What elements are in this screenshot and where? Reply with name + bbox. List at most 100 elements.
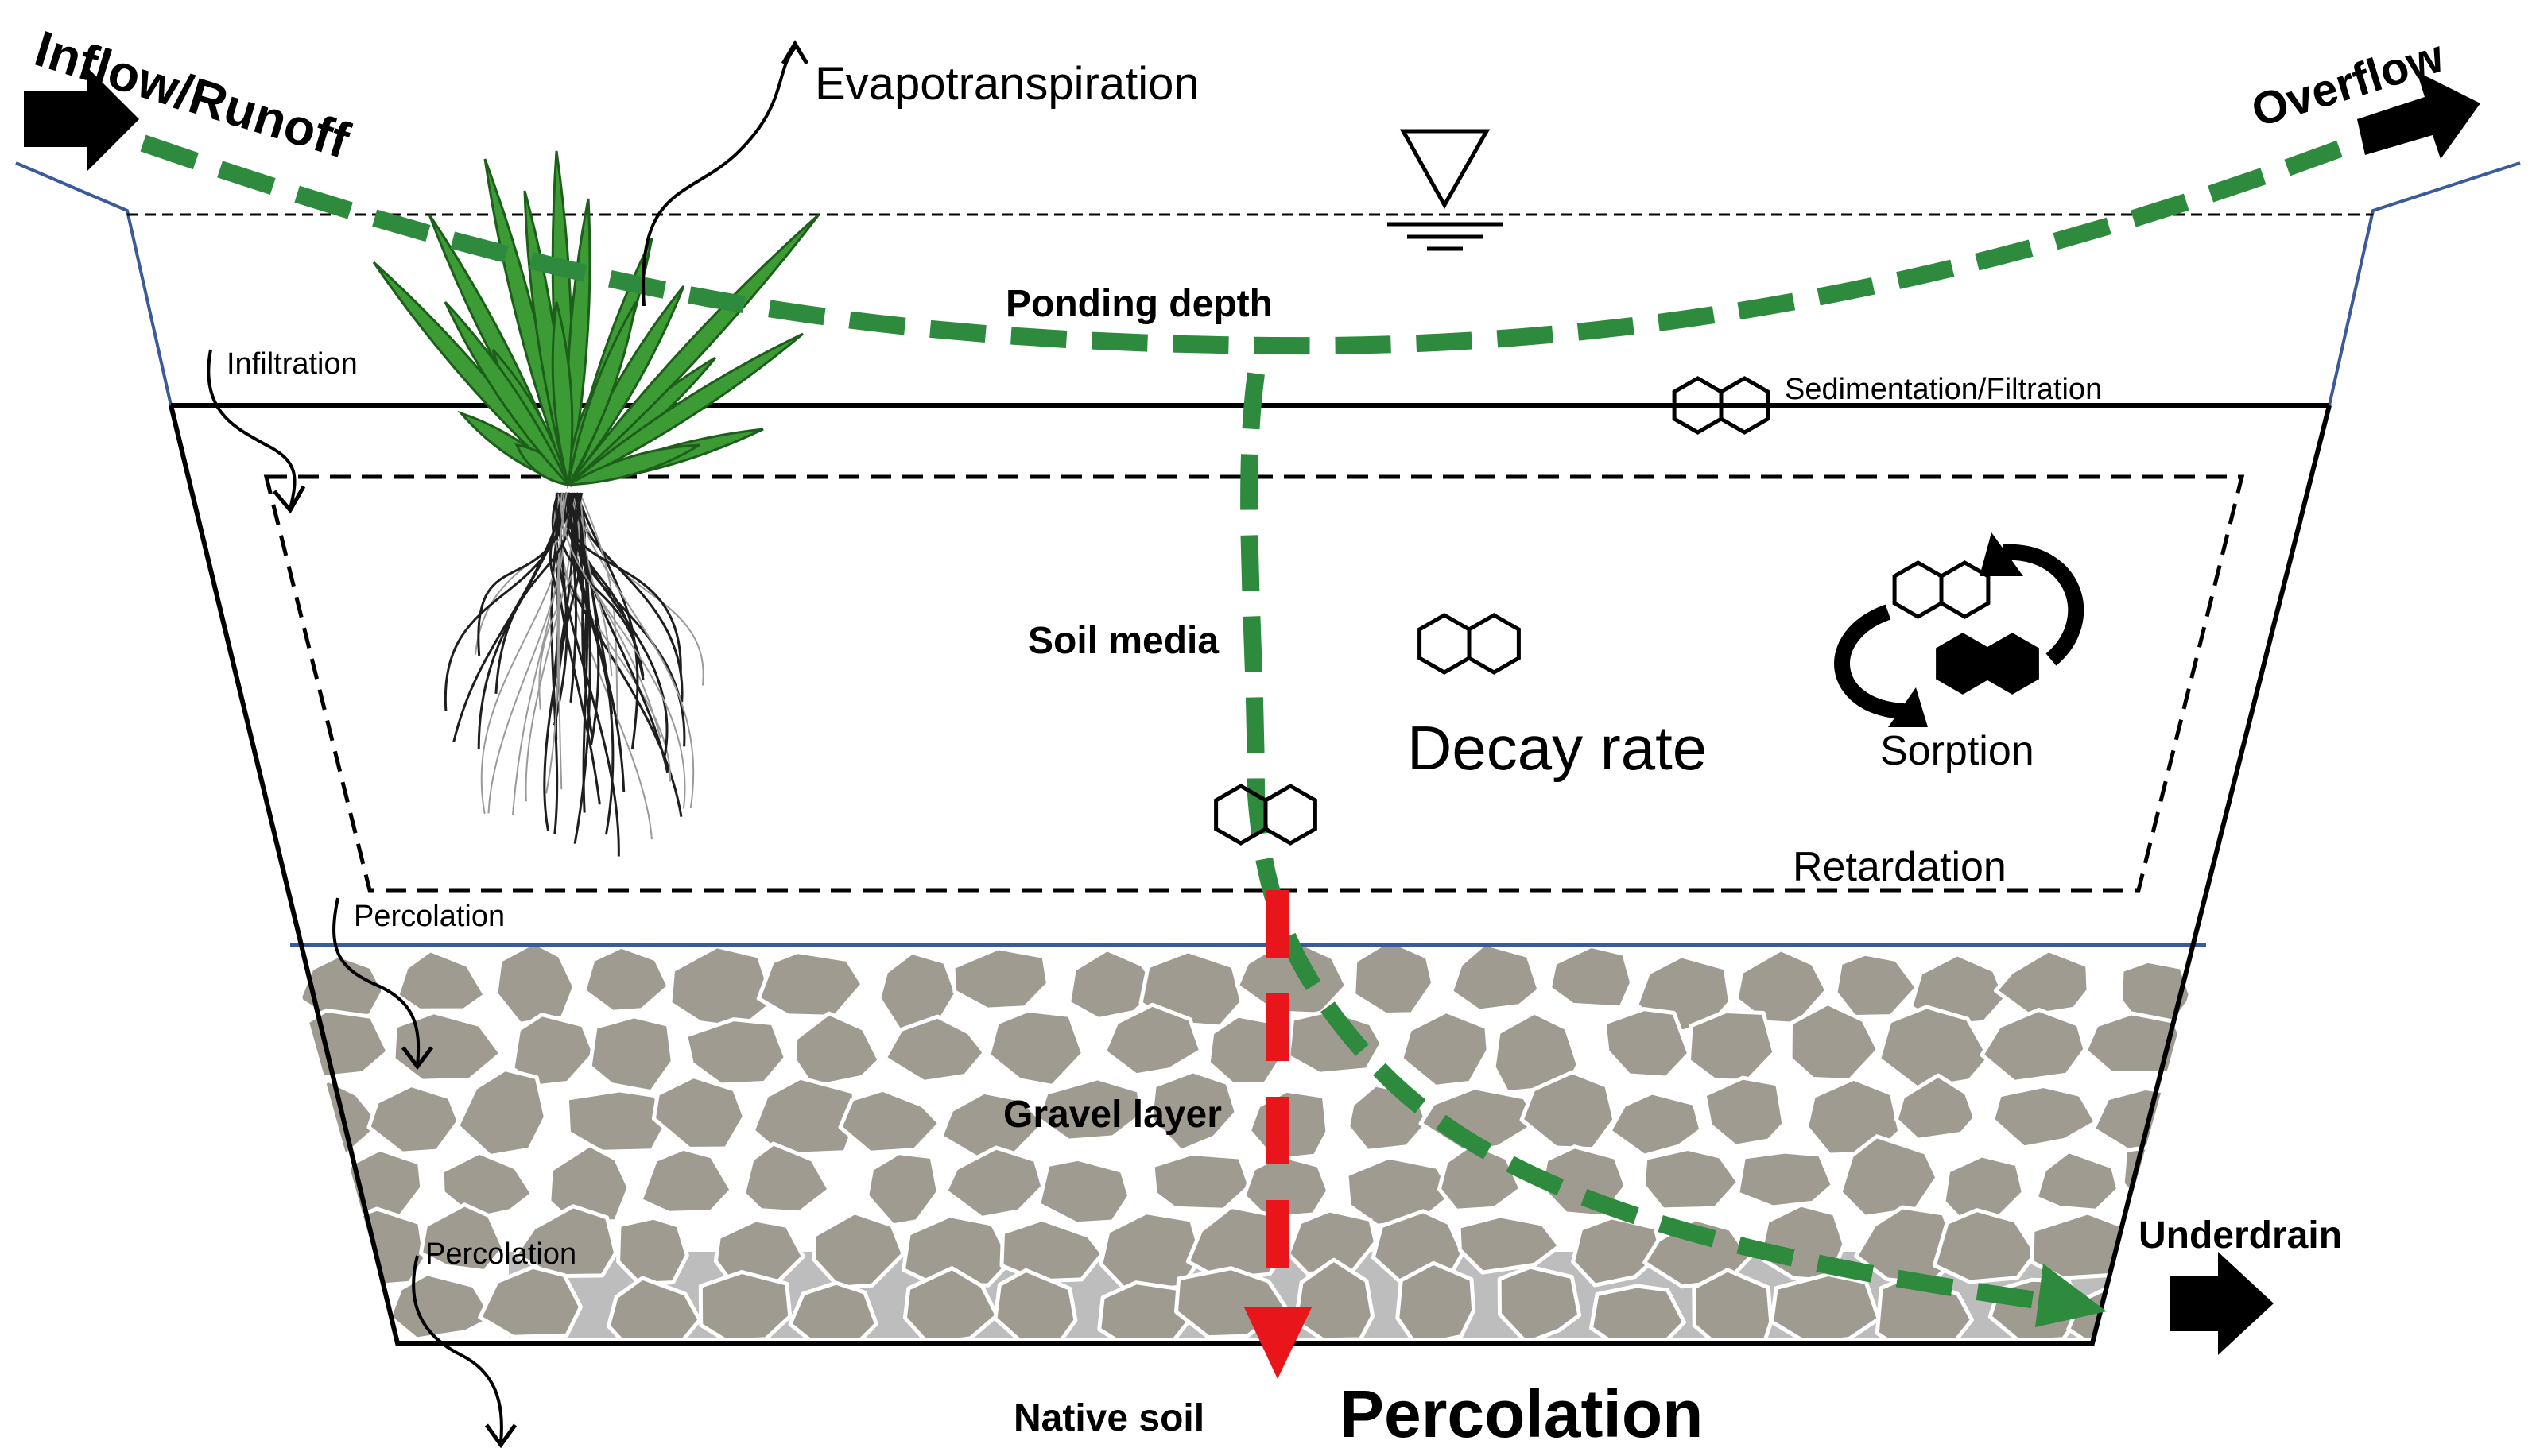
gravel-stone <box>1293 1257 1375 1338</box>
hexagon-ring <box>1719 376 1770 435</box>
leaf <box>568 443 700 486</box>
water-level-icon <box>1387 129 1503 251</box>
root-strand <box>569 492 580 703</box>
gravel-stone <box>494 945 577 1026</box>
gravel-stone <box>756 950 865 1019</box>
gravel-stone <box>1395 1260 1476 1338</box>
decay-molecule-icon <box>1417 613 1521 675</box>
gravel-stone <box>1607 1090 1704 1158</box>
gravel-stone <box>395 948 487 1013</box>
gravel-stone <box>328 1206 427 1290</box>
underdrain-arrow-icon <box>2170 1252 2274 1355</box>
gravel-stone <box>366 1083 461 1156</box>
soil-media-zone <box>263 474 2245 893</box>
gravel-stone <box>684 1017 788 1087</box>
gravel-stone <box>606 1276 702 1338</box>
sorption-free-molecule-icon <box>1892 560 1991 619</box>
gravel-stone <box>1344 1155 1456 1228</box>
gravel-stone <box>1242 1153 1331 1221</box>
gravel-stone <box>478 1264 583 1338</box>
basin-outline <box>169 405 2332 1346</box>
percolation-arrow <box>1244 890 1312 1379</box>
soil-media-label: Soil media <box>1028 620 1219 662</box>
root-strand <box>573 492 589 813</box>
evapotranspiration-arrow <box>642 46 797 307</box>
evapotranspiration-label: Evapotranspiration <box>815 58 1200 110</box>
gravel-stone <box>1833 951 1919 1019</box>
gravel-stone <box>838 1087 942 1155</box>
sorption-bound-molecule-icon <box>1936 633 2039 695</box>
overflow-arrow-icon <box>2357 72 2480 159</box>
gravel-layer <box>288 945 2202 1338</box>
gravel-stone <box>440 1150 535 1221</box>
hexagon-ring <box>1985 633 2039 695</box>
gravel-stone <box>1686 1009 1777 1083</box>
root-strand <box>578 492 704 686</box>
gravel-stone <box>2030 1210 2133 1280</box>
gravel-stone <box>1037 1156 1132 1226</box>
gravel-stone <box>587 1014 675 1094</box>
gravel-stone <box>987 1008 1085 1088</box>
gravel-stone <box>742 1141 832 1215</box>
gravel-stone <box>1547 945 1634 1010</box>
hexagon-ring <box>1467 613 1521 675</box>
root-strand <box>571 492 695 809</box>
gravel-stone <box>865 1151 940 1228</box>
gravel-stone <box>582 945 671 1014</box>
gravel-stone <box>1894 1073 1977 1142</box>
gravel-stone <box>638 1146 734 1215</box>
ground-line-right <box>2328 161 2521 406</box>
subsurface-flow-path <box>1240 372 2061 1312</box>
gravel-stone <box>510 1013 596 1089</box>
gravel-stone <box>1102 1002 1204 1078</box>
gravel-stone <box>1456 1214 1562 1275</box>
gravel-stone <box>1497 1264 1582 1338</box>
leaf <box>567 301 638 486</box>
infiltration-label: Infiltration <box>227 347 358 381</box>
gravel-stone <box>944 1145 1045 1220</box>
sedimentation-molecule-icon <box>1672 376 1770 435</box>
native-soil-label: Native soil <box>1014 1397 1204 1439</box>
sedimentation-label: Sedimentation/Filtration <box>1785 373 2102 406</box>
sorption-label: Sorption <box>1880 728 2034 774</box>
root-strand <box>560 492 686 809</box>
gravel-stone <box>1437 1141 1523 1213</box>
root-strand <box>569 492 669 757</box>
gravel-stone <box>750 1075 859 1157</box>
root-strand <box>487 492 565 814</box>
hexagon-ring <box>1417 613 1472 675</box>
gravel-stone <box>2034 1149 2120 1213</box>
flow-paths <box>140 118 2400 1312</box>
gravel-stone <box>456 1067 548 1159</box>
gravel-stone <box>1035 1076 1145 1143</box>
sorption-cycle-icon <box>1834 532 2084 727</box>
gravel-stone <box>1788 1001 1881 1082</box>
gravel-stone <box>514 1204 618 1279</box>
subsurface-flow-arrowhead <box>2035 1264 2107 1327</box>
gravel-stone <box>1286 1008 1384 1076</box>
gravel-stone <box>1770 1272 1881 1338</box>
gravel-stone <box>1571 1215 1664 1288</box>
root-strand <box>567 492 684 703</box>
root-strand <box>573 492 614 714</box>
percolation-lower-label: Percolation <box>425 1237 576 1271</box>
percolating-molecule-icon <box>1214 784 1317 846</box>
root-strand <box>575 492 639 749</box>
black-arrows <box>24 68 2480 1355</box>
hexagon-ring <box>1263 784 1317 846</box>
underdrain-label: Underdrain <box>2139 1214 2342 1257</box>
gravel-stone <box>1692 1268 1774 1338</box>
gravel-layer-label: Gravel layer <box>1003 1094 1222 1136</box>
gravel-stone <box>651 1075 746 1151</box>
gravel-stone <box>1980 1008 2088 1084</box>
gravel-stone <box>1449 945 1541 1013</box>
thin-arrowheads <box>273 40 809 1449</box>
gravel-stone <box>882 1014 987 1084</box>
gravel-stone <box>1399 1009 1491 1089</box>
root-strand <box>444 492 568 711</box>
gravel-stone <box>391 1010 503 1083</box>
gravel-stone <box>1150 1152 1252 1212</box>
percolation-arrow-lower <box>412 1255 503 1443</box>
